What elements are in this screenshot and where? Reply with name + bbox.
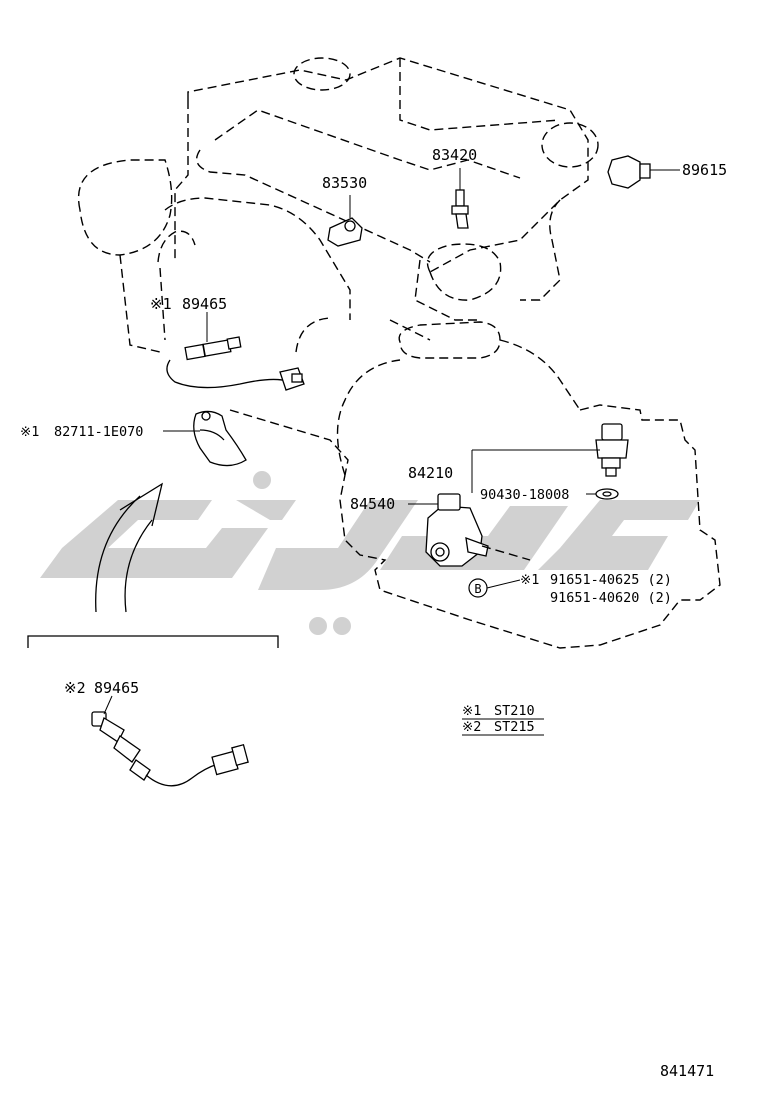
label-83420: 83420 [432, 146, 477, 164]
callout-b-letter: B [474, 582, 481, 596]
label-84210: 84210 [408, 464, 453, 482]
label-89465-a: 89465 [182, 295, 227, 313]
detail-arrow [27, 482, 279, 648]
label-89465-a-mark: ※1 [150, 295, 172, 313]
part-83530-switch[interactable] [327, 195, 363, 247]
callout-b: B [468, 578, 521, 598]
label-84540: 84540 [350, 495, 395, 513]
part-84210-switch[interactable] [471, 423, 629, 493]
label-89465-b-mark: ※2 [64, 679, 86, 697]
label-90430: 90430-18008 [480, 487, 569, 503]
part-89465-oxygen-sensor-2[interactable] [91, 695, 249, 787]
label-89615: 89615 [682, 161, 727, 179]
note-2-mark: ※2 [462, 719, 481, 735]
note-1-text: ST210 [494, 703, 535, 719]
engine-outline [78, 57, 721, 649]
part-89465-oxygen-sensor-1[interactable] [166, 312, 305, 391]
label-91651-b: 91651-40620 (2) [550, 590, 672, 606]
label-82711: 82711-1E070 [54, 424, 143, 440]
label-91651-a: 91651-40625 (2) [550, 572, 672, 588]
part-89615-sensor[interactable] [607, 155, 680, 189]
model-notes: ※1 ST210 ※2 ST215 [462, 703, 544, 736]
label-91651-a-mark: ※1 [520, 572, 539, 588]
part-labels: 83420 89615 83530 ※1 89465 ※1 82711-1E07… [20, 146, 727, 697]
label-89465-b: 89465 [94, 679, 139, 697]
label-82711-mark: ※1 [20, 424, 39, 440]
note-2-text: ST215 [494, 719, 535, 735]
footer-code: 841471 [660, 1062, 714, 1080]
part-84540-switch[interactable] [408, 493, 531, 567]
part-90430-gasket[interactable] [586, 488, 619, 500]
part-82711-clamp[interactable] [163, 410, 247, 467]
part-83420-sender[interactable] [451, 168, 469, 229]
label-83530: 83530 [322, 174, 367, 192]
note-1-mark: ※1 [462, 703, 481, 719]
